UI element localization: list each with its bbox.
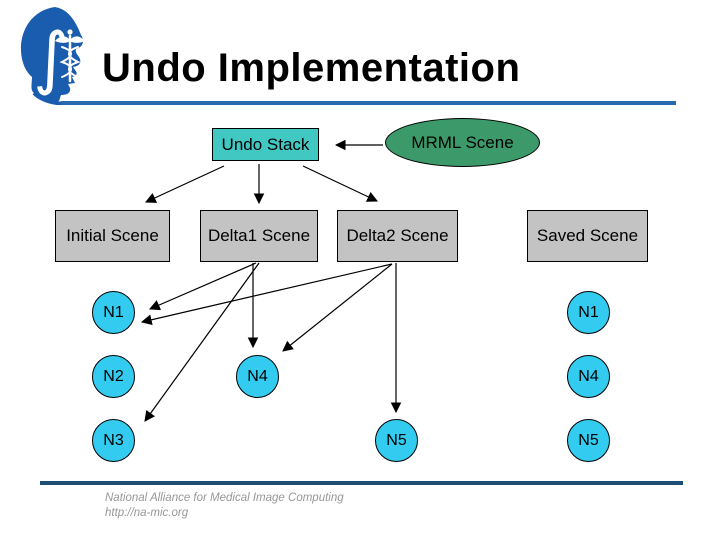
node-label: N5 [578,431,599,449]
arrow-undo-stack-to-delta2-scene [302,165,378,202]
mrml-scene-ellipse: MRML Scene [385,118,540,167]
delta2-scene-label: Delta2 Scene [346,226,449,245]
node-label: N4 [578,367,599,385]
footer: National Alliance for Medical Image Comp… [105,491,344,521]
footer-url: http://na-mic.org [105,507,189,519]
undo-stack-label: Undo Stack [221,134,310,154]
node-n2-initial: N2 [92,355,135,398]
saved-scene-label: Saved Scene [536,226,639,245]
footer-divider [40,481,683,485]
node-label: N4 [247,367,268,385]
arrow-undo-stack-to-initial-scene [145,165,225,203]
delta1-scene-box: Delta1 Scene [200,210,318,262]
node-label: N2 [103,367,124,385]
head-silhouette [20,7,84,103]
arrow-delta1-to-n1 [149,262,257,311]
undo-stack-box: Undo Stack [212,128,319,161]
slide-title: Undo Implementation [102,46,521,90]
node-n4-saved: N4 [567,355,610,398]
integral-icon: ∫ [33,19,68,98]
node-label: N1 [103,303,124,321]
node-n3-initial: N3 [92,419,135,462]
caduceus-icon [55,29,85,83]
initial-scene-label: Initial Scene [66,226,159,245]
node-n1-initial: N1 [92,291,135,334]
node-n1-saved: N1 [567,291,610,334]
node-label: N1 [578,303,599,321]
initial-scene-box: Initial Scene [55,210,170,262]
mrml-scene-label: MRML Scene [411,132,514,152]
na-mic-logo-icon: ∫ [20,7,92,105]
node-label: N3 [103,431,124,449]
footer-org-name: National Alliance for Medical Image Comp… [105,492,344,504]
delta2-scene-box: Delta2 Scene [337,210,458,262]
arrow-delta2-to-n1 [140,263,393,326]
arrow-delta2-to-n4 [282,263,393,352]
title-divider [61,101,676,105]
node-n5-delta2: N5 [375,419,418,462]
saved-scene-box: Saved Scene [527,210,648,262]
node-n5-saved: N5 [567,419,610,462]
node-label: N5 [386,431,407,449]
delta1-scene-label: Delta1 Scene [207,226,311,245]
arrow-delta1-to-n3 [144,262,260,422]
node-n4-delta1: N4 [236,355,279,398]
